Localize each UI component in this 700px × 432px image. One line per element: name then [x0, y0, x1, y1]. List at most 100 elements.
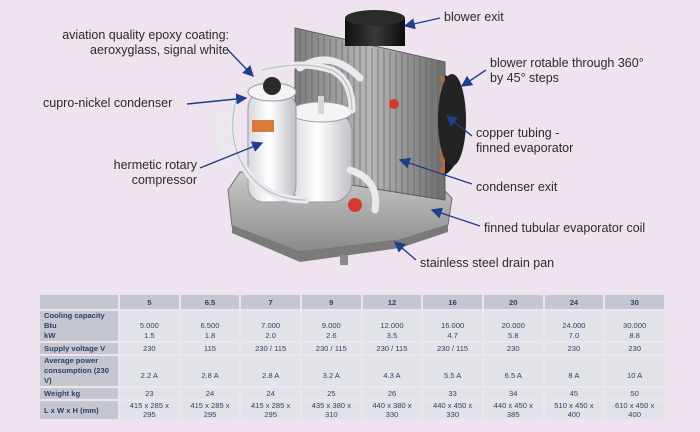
table-cell: 3.2 A [301, 356, 361, 386]
table-cell: 25 [301, 388, 361, 399]
table-cell: 230 [544, 343, 604, 354]
row-label-line: consumption (230 V) [44, 366, 109, 385]
callout-blower-rotable-line2: by 45° steps [490, 71, 559, 85]
callout-coating: aviation quality epoxy coating: aeroxygl… [45, 28, 229, 58]
table-cell: 10 A [605, 356, 664, 386]
table-cell: 23 [120, 388, 179, 399]
callout-compressor: hermetic rotary compressor [90, 158, 197, 188]
arrow-blower-exit [403, 17, 441, 30]
arrow-evaporator-coil [430, 207, 481, 227]
callout-copper-tubing-line1: copper tubing - [476, 126, 560, 140]
table-cell: 230 [483, 343, 543, 354]
callout-compressor-line1: hermetic rotary [113, 158, 197, 172]
arrow-coating [227, 49, 254, 78]
product-illustration-area: blower exit aviation quality epoxy coati… [43, 10, 646, 270]
table-row-dimensions: L x W x H (mm) 415 x 285 x 295 415 x 285… [40, 401, 664, 419]
arrow-compressor [199, 141, 264, 169]
table-cell: 510 x 450 x 400 [544, 401, 604, 419]
callout-blower-exit: blower exit [444, 10, 504, 24]
table-cell: 415 x 285 x 295 [241, 401, 300, 419]
table-row-supply-voltage: Supply voltage V 230 115 230 / 115 230 /… [40, 343, 664, 354]
callout-coating-line1: aviation quality epoxy coating: [62, 28, 229, 42]
row-label: Cooling capacity Btu kW [40, 311, 118, 341]
table-cell: 230 / 115 [301, 343, 361, 354]
table-cell: 440 x 450 x 330 [423, 401, 482, 419]
condenser-shape [247, 77, 297, 203]
table-cell: 5.5 A [423, 356, 482, 386]
table-cell: 6.5 A [483, 356, 543, 386]
specification-table: 5 6.5 7 9 12 16 20 24 30 Cooling capacit… [38, 293, 666, 421]
row-label: Average power consumption (230 V) [40, 356, 118, 386]
row-label-line: kW [44, 331, 56, 340]
valve-shape [389, 99, 399, 109]
table-cell: 610 x 450 x 400 [605, 401, 664, 419]
table-cell: 2.8 A [241, 356, 300, 386]
condenser-exit-fitting-shape [348, 198, 362, 212]
table-cell: 230 / 115 [423, 343, 482, 354]
table-cell: 24 [180, 388, 240, 399]
callout-cupro-nickel: cupro-nickel condenser [43, 96, 173, 110]
row-label-line: Cooling capacity [44, 311, 105, 320]
arrow-cupro-nickel [186, 93, 248, 105]
callout-compressor-line2: compressor [131, 173, 197, 187]
callout-blower-rotable: blower rotable through 360° by 45° steps [490, 56, 644, 86]
callout-blower-rotable-line1: blower rotable through 360° [490, 56, 644, 70]
arrow-blower-rotable [460, 69, 487, 87]
callout-copper-tubing-line2: finned evaporator [476, 141, 574, 155]
model-header: 16 [423, 295, 482, 309]
arrow-condenser-exit [398, 157, 473, 185]
table-cell: 24 [241, 388, 300, 399]
callout-condenser-exit: condenser exit [476, 180, 558, 194]
callout-coating-line2: aeroxyglass, signal white [90, 43, 229, 57]
table-cell: 440 x 380 x 330 [362, 401, 422, 419]
model-header: 12 [362, 295, 422, 309]
table-cell: 115 [180, 343, 240, 354]
callout-arrows [186, 17, 487, 261]
table-row-weight: Weight kg 23 24 24 25 26 33 34 45 50 [40, 388, 664, 399]
callout-drain-pan: stainless steel drain pan [420, 256, 555, 270]
table-cell: 2.8 A [180, 356, 240, 386]
table-cell: 2.2 A [120, 356, 179, 386]
row-label: Weight kg [40, 388, 118, 399]
table-row-power-consumption: Average power consumption (230 V) 2.2 A … [40, 356, 664, 386]
table-cell: 33 [423, 388, 482, 399]
table-cell: 230 / 115 [362, 343, 422, 354]
model-header: 24 [544, 295, 604, 309]
row-label-line: Btu [44, 321, 57, 330]
callout-copper-tubing: copper tubing - finned evaporator [476, 126, 573, 156]
model-header: 5 [120, 295, 179, 309]
arrow-drain-pan [393, 241, 417, 261]
piping-edge-shape [232, 64, 353, 201]
row-label-line: Average power [44, 356, 99, 365]
arrow-copper-tubing [445, 115, 473, 137]
table-cell: 4.3 A [362, 356, 422, 386]
callout-evaporator-coil: finned tubular evaporator coil [484, 221, 646, 235]
table-cell: 8 A [544, 356, 604, 386]
model-header: 6.5 [180, 295, 240, 309]
table-cell: 230 / 115 [241, 343, 300, 354]
table-cell: 435 x 380 x 310 [301, 401, 361, 419]
table-cell: 230 [120, 343, 179, 354]
model-header: 7 [241, 295, 300, 309]
model-header: 20 [483, 295, 543, 309]
table-cell: 415 x 285 x 295 [120, 401, 179, 419]
table-header-row: 5 6.5 7 9 12 16 20 24 30 [40, 295, 664, 309]
table-cell: 440 x 450 x 385 [483, 401, 543, 419]
table-cell: 45 [544, 388, 604, 399]
compressor-shape [289, 96, 353, 203]
model-header: 9 [301, 295, 361, 309]
table-cell: 415 x 285 x 295 [180, 401, 240, 419]
table-cell: 230 [605, 343, 664, 354]
table-cell: 26 [362, 388, 422, 399]
table-header-empty [40, 295, 118, 309]
row-label: L x W x H (mm) [40, 401, 118, 419]
